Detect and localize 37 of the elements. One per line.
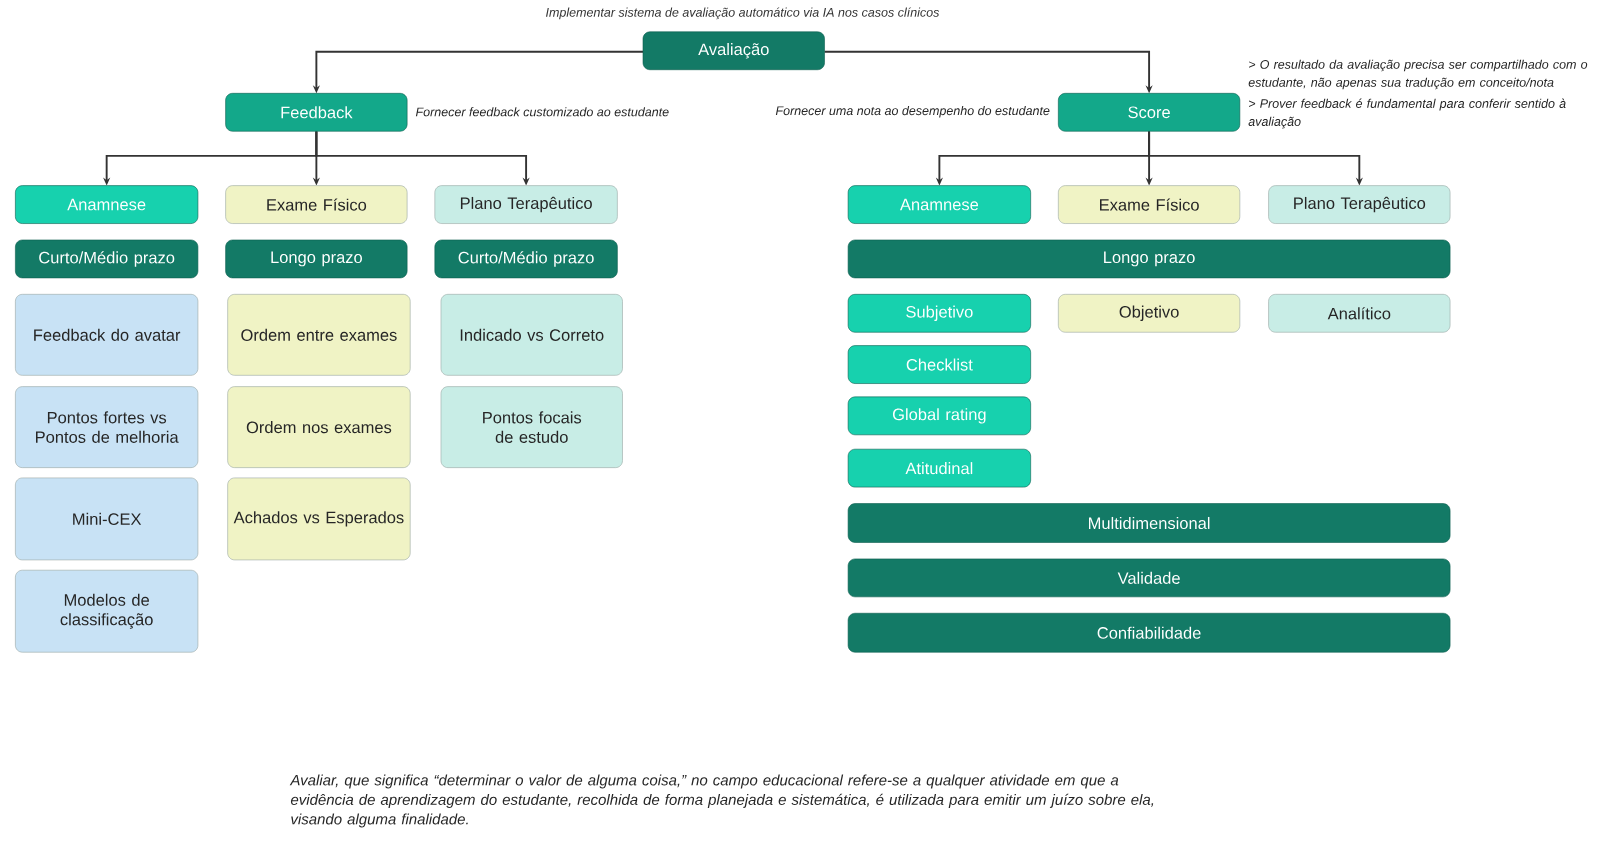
item-box: Feedback do avatar: [15, 294, 199, 376]
item-box: Subjetivo: [847, 294, 1031, 333]
item-box: Checklist: [847, 345, 1031, 384]
title-text: Implementar sistema de avaliação automático via IA nos casos clínicos: [546, 7, 940, 20]
category-box: Exame Físico: [225, 185, 408, 224]
item-box: Pontos fortes vs Pontos de melhoria: [15, 386, 199, 468]
item-box: Ordem nos exames: [227, 386, 411, 468]
item-box: Achados vs Esperados: [227, 477, 411, 561]
term-bar: Confiabilidade: [847, 612, 1451, 653]
item-box: Objetivo: [1058, 294, 1241, 333]
category-box: Exame Físico: [1058, 185, 1241, 224]
term-bar: Curto/Médio prazo: [15, 239, 199, 279]
item-box: Mini-CEX: [15, 477, 199, 561]
annotation-text: Fornecer feedback customizado ao estudante: [415, 107, 669, 117]
annotation-text: > Prover feedback é fundamental para conferir sentido à avaliação: [1248, 98, 1566, 129]
root-box: Avaliação: [642, 31, 825, 71]
annotation-text: > O resultado da avaliação precisa ser compartilhado com o estudante, não apenas sua tradução em conceito/nota: [1248, 59, 1588, 90]
item-box: Global rating: [847, 396, 1031, 436]
item-box: Analítico: [1268, 294, 1451, 333]
term-bar: Multidimensional: [847, 503, 1451, 543]
item-box: Atitudinal: [847, 448, 1031, 488]
branch-box: Feedback: [225, 93, 408, 132]
category-box: Plano Terapêutico: [434, 185, 618, 224]
category-box: Plano Terapêutico: [1268, 185, 1451, 224]
branch-box: Score: [1058, 93, 1241, 132]
item-box: Ordem entre exames: [227, 294, 411, 376]
item-box: Modelos de classificação: [15, 569, 199, 653]
category-box: Anamnese: [847, 185, 1031, 224]
term-bar: Longo prazo: [225, 239, 408, 279]
term-bar: Curto/Médio prazo: [434, 239, 618, 279]
category-box: Anamnese: [15, 185, 199, 224]
term-bar: Validade: [847, 558, 1451, 598]
term-bar: Longo prazo: [847, 239, 1451, 279]
caption-text: Avaliar, que significa “determinar o valor de alguma coisa,” no campo educacional refere-se a qualquer atividade em que a evidência de aprendizagem do estudante, recolhida de forma planejada e sistemática, é utilizada para emitir um juízo sobre ela, visando alguma finalidade.: [289, 774, 1154, 828]
item-box: Indicado vs Correto: [440, 294, 623, 376]
annotation-text: Fornecer uma nota ao desempenho do estudante: [775, 105, 1050, 118]
item-box: Pontos focais de estudo: [440, 386, 623, 468]
